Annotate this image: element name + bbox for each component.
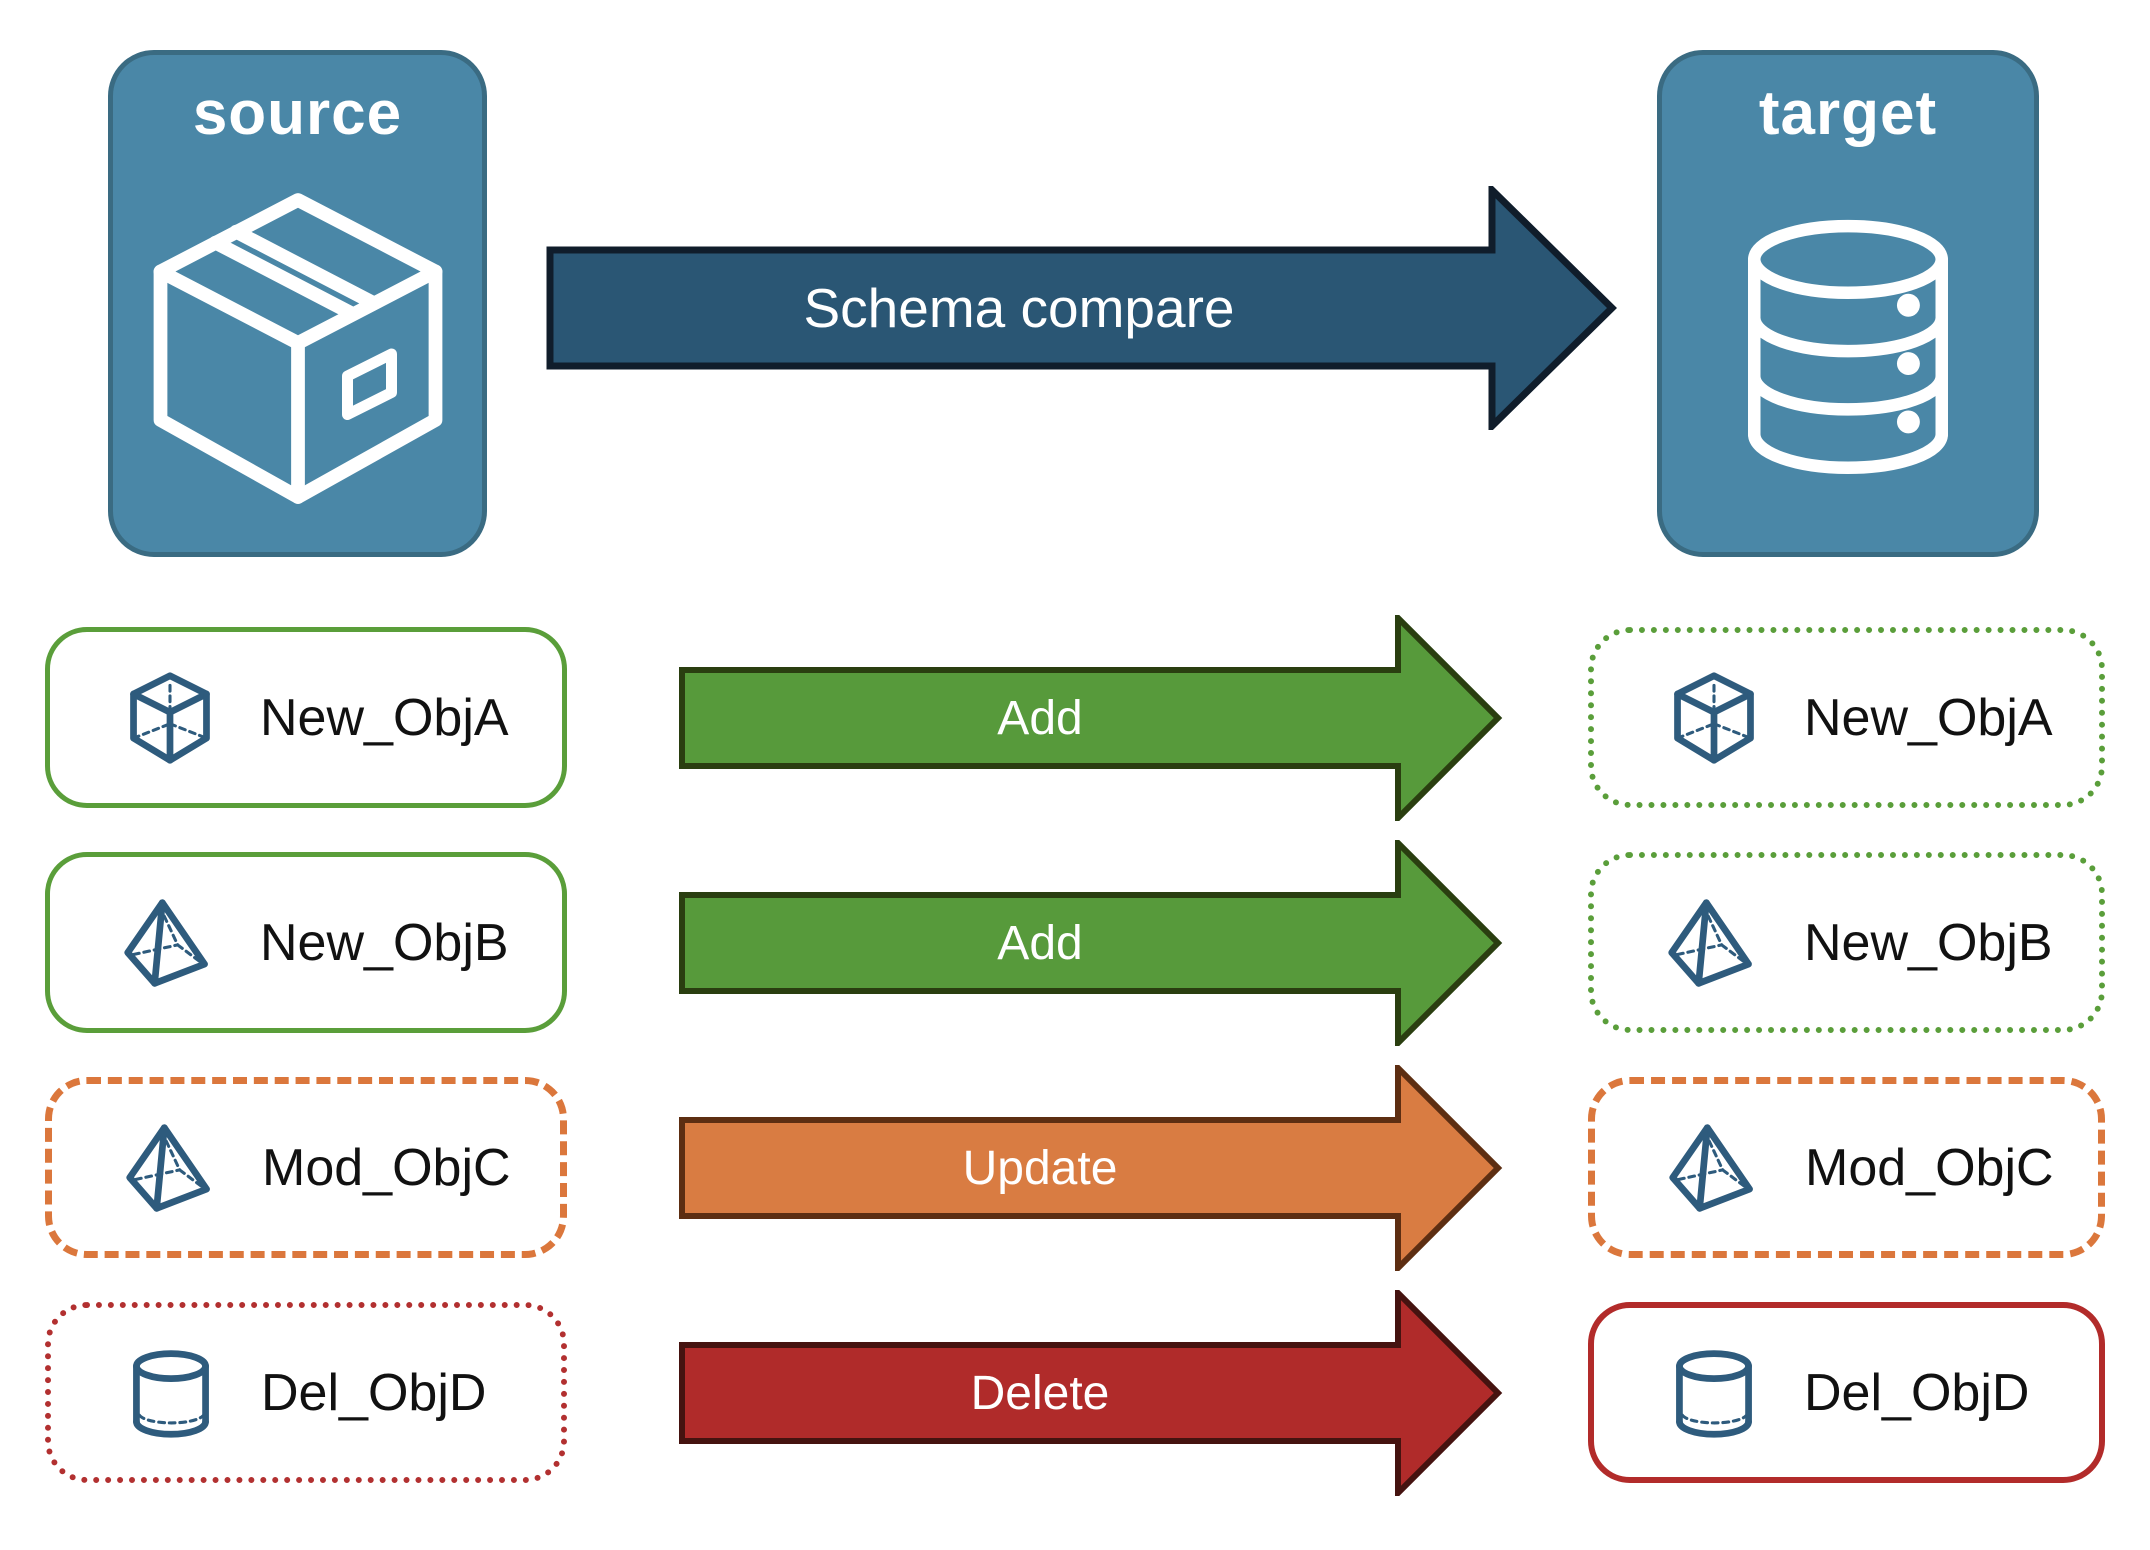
pyramid-icon: [126, 1123, 210, 1212]
cube-icon: [1674, 671, 1754, 764]
source-node: source: [108, 50, 487, 557]
schema-compare-arrow: [546, 186, 1617, 430]
object-label: New_ObjA: [1804, 688, 2053, 747]
source-object-box-row3: Mod_ObjC: [45, 1077, 567, 1258]
update-arrow-row3: [679, 1065, 1503, 1271]
add-arrow-row1: [679, 615, 1503, 821]
source-node-icon-wrap: [113, 145, 482, 552]
source-object-box-row4: Del_ObjD: [45, 1302, 567, 1483]
source-object-box-row1: New_ObjA: [45, 627, 567, 808]
target-object-box-row3: Mod_ObjC: [1588, 1077, 2105, 1258]
object-label: Del_ObjD: [261, 1363, 487, 1422]
cube-icon: [130, 671, 210, 764]
target-node: target: [1657, 50, 2039, 557]
object-label: Mod_ObjC: [1805, 1138, 2054, 1197]
delete-arrow-row4: [679, 1290, 1503, 1496]
source-object-box-row2: New_ObjB: [45, 852, 567, 1033]
target-object-box-row2: New_ObjB: [1588, 852, 2105, 1033]
add-arrow-row2: [679, 840, 1503, 1046]
object-label: Mod_ObjC: [262, 1138, 511, 1197]
database-icon: [1748, 219, 1948, 474]
pyramid-icon: [1669, 1123, 1753, 1212]
object-label: Del_ObjD: [1804, 1363, 2030, 1422]
object-label: New_ObjA: [260, 688, 509, 747]
pyramid-icon: [1668, 898, 1752, 987]
object-label: New_ObjB: [1804, 913, 2053, 972]
target-object-box-row1: New_ObjA: [1588, 627, 2105, 808]
target-node-title: target: [1758, 79, 1938, 148]
source-node-title: source: [192, 79, 403, 148]
package-box-icon: [153, 193, 442, 504]
pyramid-icon: [124, 898, 208, 987]
cylinder-icon: [133, 1349, 209, 1438]
cylinder-icon: [1676, 1349, 1752, 1438]
target-node-icon-wrap: [1662, 145, 2034, 552]
object-label: New_ObjB: [260, 913, 509, 972]
target-object-box-row4: Del_ObjD: [1588, 1302, 2105, 1483]
